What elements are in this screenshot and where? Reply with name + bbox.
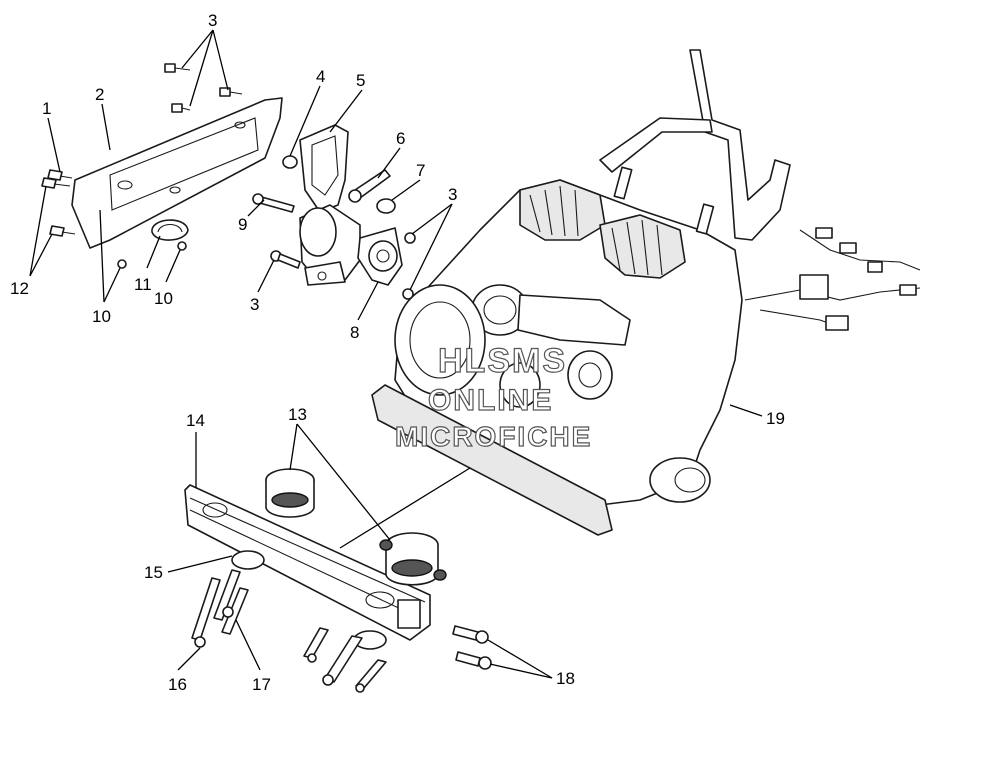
callout-3-right: 3 [448, 185, 457, 204]
bolt-9 [252, 193, 295, 213]
callout-8: 8 [350, 323, 359, 342]
engine-assembly [371, 49, 921, 536]
long-bolts [191, 569, 387, 693]
clamp [151, 219, 189, 241]
bolt-6 [348, 169, 391, 203]
callout-13: 13 [288, 405, 307, 424]
callout-1: 1 [42, 99, 51, 118]
rubber-mount-assembly [299, 204, 361, 286]
callout-17: 17 [252, 675, 271, 694]
side-mount-plate [299, 124, 349, 213]
callout-3-lower: 3 [250, 295, 259, 314]
callout-19: 19 [766, 409, 785, 428]
callout-2: 2 [95, 85, 104, 104]
callout-4: 4 [316, 67, 325, 86]
callout-10-right: 10 [154, 289, 173, 308]
callout-5: 5 [356, 71, 365, 90]
watermark-line-1: HLSMS [438, 342, 567, 380]
callout-11: 11 [134, 275, 152, 294]
rubber-bushing-left [265, 468, 315, 518]
callout-6: 6 [396, 129, 405, 148]
engine-mount [357, 227, 416, 300]
callout-9: 9 [238, 215, 247, 234]
callout-12: 12 [10, 279, 29, 298]
watermark-line-3: MICROFICHE [395, 421, 592, 452]
leader-lines [29, 29, 763, 679]
watermark: HLSMS ONLINE MICROFICHE [394, 341, 592, 452]
upper-mount-bracket [71, 97, 283, 249]
callout-10-left: 10 [92, 307, 111, 326]
lower-mount-rail [184, 484, 431, 641]
callout-labels: 1 2 3 4 5 6 7 3 9 3 8 11 10 12 10 14 13 … [10, 11, 785, 694]
bolt-3-lower [270, 250, 301, 269]
callout-3-top: 3 [208, 11, 217, 30]
callout-14: 14 [186, 411, 205, 430]
watermark-line-2: ONLINE [428, 384, 553, 417]
rubber-bushing-right [379, 532, 447, 586]
spacer-15 [231, 550, 387, 650]
callout-18: 18 [556, 669, 575, 688]
callout-16: 16 [168, 675, 187, 694]
callout-7: 7 [416, 161, 425, 180]
bolts-18 [452, 625, 492, 670]
washer [282, 155, 298, 169]
callout-15: 15 [144, 563, 163, 582]
bracket-bolts [41, 63, 243, 269]
